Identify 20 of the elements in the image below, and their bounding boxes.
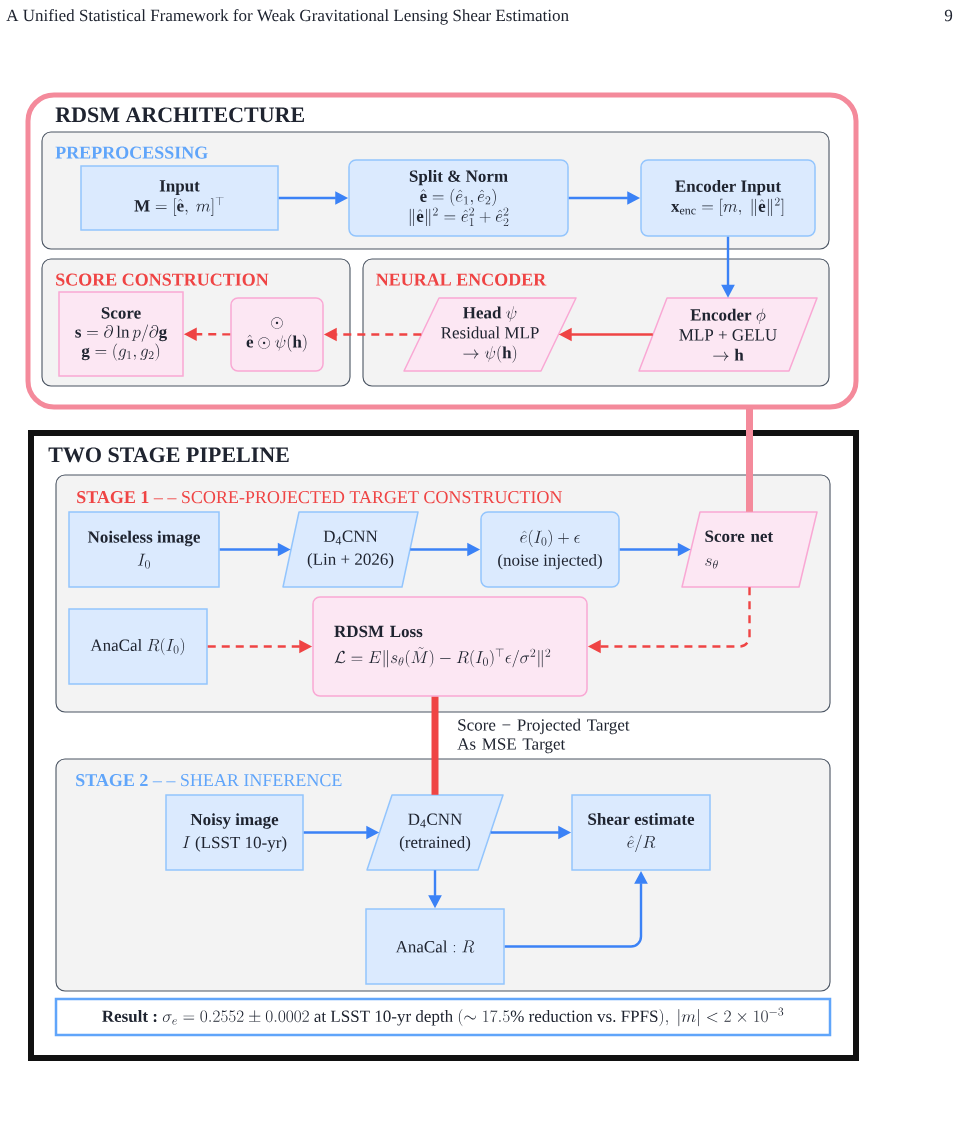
process-box: Encoder Input $\mathbf{x}_{\mathrm{enc}} = [m,\ \|\hat{\mathbf{e}}\|^2]$ [640, 159, 816, 237]
process-box: $\odot$ $\hat{\mathbf{e}} \odot \psi(\mathbf{h})$ [230, 297, 324, 372]
result-box: $\textbf{Result :}\ \sigma_e = 0.2552 \pm 0.0002\ \textrm{at LSST 10-yr depth}\ (\sim 17.5\%\ \textrm{reduction vs.\ FPFS}),\ |m| < 2 \times 10^{-3}$ [54, 997, 832, 1037]
process-box: Noisy image $I\ \textrm{(LSST 10-yr)}$ [165, 794, 304, 871]
parallelogram-box: Score net $s_\theta$ [681, 511, 818, 588]
process-box: Split & Norm $\hat{\mathbf{e}} = (\hat{e}_1, \hat{e}_2)$ $\|\hat{\mathbf{e}}\|^2 = \hat{e}_1^2 + \hat{e}_2^2$ [348, 159, 569, 237]
parallelogram-box: $\textbf{Head}\ \psi$ Residual MLP $\rightarrow \psi(\mathbf{h})$ [403, 297, 577, 372]
process-box: RDSM Loss $\mathcal{L} = E\|s_\theta(\tilde{M}) - R(I_0)^{\top}\epsilon/\sigma^2\|^2$ [312, 596, 588, 697]
parallelogram-box: D$_{4}$CNN (retrained) [366, 794, 504, 871]
parallelogram-box: $\textbf{Encoder}\ \phi$ MLP + GELU $\rightarrow \mathbf{h}$ [638, 297, 818, 372]
page-number: 9 [944, 9, 953, 22]
running-head: A Unified Statistical Framework for Weak Gravitational Lensing Shear Estimation [6, 9, 569, 25]
process-box: Input $\mathbf{M} = [\hat{\mathbf{e}},\ m]^{\top}$ [80, 165, 279, 231]
process-box: Shear estimate $\hat{e}/R$ [571, 794, 711, 871]
process-box: $\textrm{AnaCal}\ R(I_0)$ [68, 608, 208, 685]
process-box: Noiseless image $I_0$ [68, 511, 220, 588]
process-box: Score $\mathbf{s} = \partial \ln p / \partial \mathbf{g}$ $\mathbf{g} = (g_1, g_2)$ [58, 291, 184, 377]
process-box: $\textrm{AnaCal} : R$ [365, 908, 505, 985]
process-box: $\hat{e}(I_0) + \epsilon$ (noise injected) [480, 511, 620, 588]
edge-label: Score − Projected Target As MSE Target [457, 718, 630, 754]
